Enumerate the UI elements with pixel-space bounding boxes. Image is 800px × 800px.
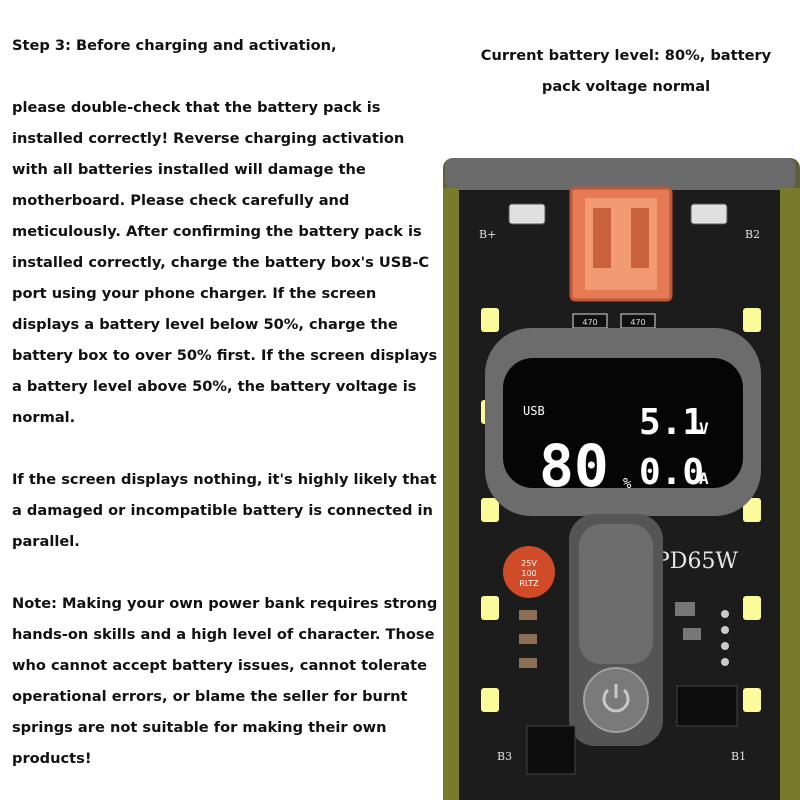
led: [743, 498, 761, 522]
ic-chip: [526, 725, 576, 775]
resistor-label: 470: [582, 318, 597, 327]
led: [481, 688, 499, 712]
right-edge: [780, 188, 800, 800]
led: [481, 596, 499, 620]
resistor-label: 470: [630, 318, 645, 327]
model-label: PD65W: [655, 549, 738, 574]
instructions-text: Step 3: Before charging and activation, …: [12, 30, 442, 774]
capacitor-label-1: 25V: [521, 559, 537, 568]
led: [743, 688, 761, 712]
lcd-battery-level: 80: [539, 432, 609, 500]
tact-switch-right: [690, 203, 728, 225]
lcd-voltage-unit: V: [699, 419, 709, 438]
step-body: please double-check that the battery pac…: [12, 99, 438, 426]
step-heading: Step 3: Before charging and activation,: [12, 37, 337, 54]
note-paragraph: Note: Making your own power bank require…: [12, 595, 438, 767]
terminal-label-b2: B2: [745, 228, 760, 241]
terminal-label-b3: B3: [497, 750, 512, 763]
led-strip-left: [481, 308, 499, 712]
ic-chip: [676, 685, 738, 727]
power-bank-photo: 470 470 USB 80 % 5.1 V 0.0 A PD65W 25V 1…: [443, 158, 800, 800]
terminal-label-b1: B1: [731, 750, 746, 763]
capacitor-label-2: 100: [521, 569, 536, 578]
no-display-paragraph: If the screen displays nothing, it's hig…: [12, 471, 437, 550]
power-bank-board: 470 470 USB 80 % 5.1 V 0.0 A PD65W 25V 1…: [443, 158, 800, 800]
lcd-voltage: 5.1: [639, 402, 704, 443]
lcd-percent-sign: %: [623, 476, 632, 492]
slide-switch: [579, 524, 653, 664]
lcd-port-label: USB: [523, 404, 545, 418]
lcd-current-unit: A: [699, 469, 709, 488]
led: [481, 498, 499, 522]
left-edge: [443, 188, 459, 800]
led: [743, 596, 761, 620]
terminal-label-b-plus: B+: [479, 228, 496, 241]
led: [481, 308, 499, 332]
lcd-current: 0.0: [639, 452, 704, 493]
top-cap: [445, 158, 795, 190]
capacitor: [503, 546, 555, 598]
tact-switch-left: [508, 203, 546, 225]
led: [743, 308, 761, 332]
lcd-screen: [503, 358, 743, 488]
power-icon: [602, 688, 630, 713]
battery-status-caption: Current battery level: 80%, battery pack…: [480, 47, 772, 95]
power-button[interactable]: [583, 667, 649, 733]
capacitor-label-3: RLTZ: [519, 579, 539, 588]
